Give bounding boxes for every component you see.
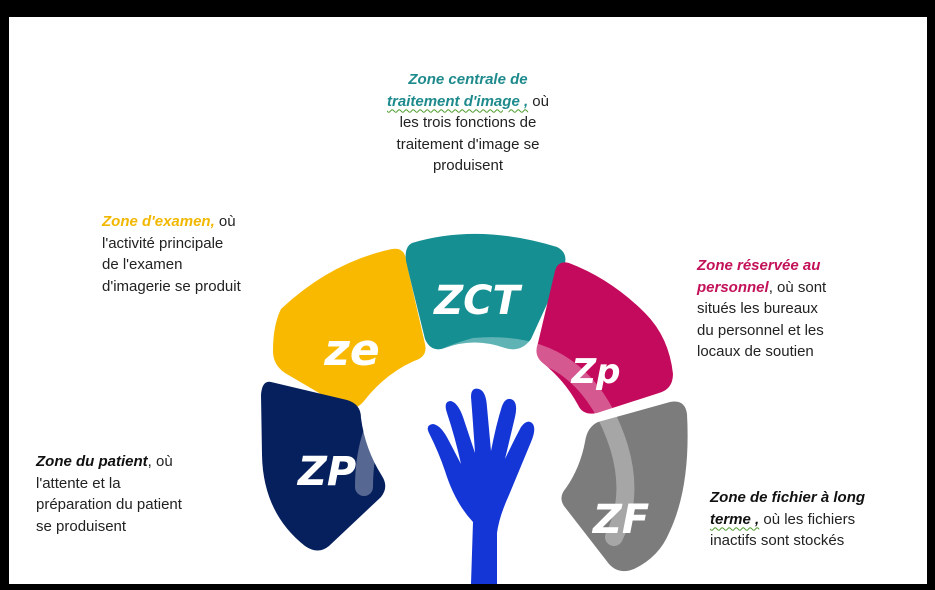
zp-staff-text-first: , où sont xyxy=(768,278,827,296)
ze-text-line3: de l'examen xyxy=(102,256,183,273)
zct-segment-label: ZCT xyxy=(432,278,522,324)
zp-patient-segment xyxy=(261,381,386,551)
zf-title-line2: terme , xyxy=(710,510,760,528)
zp-patient-title: Zone du patient xyxy=(36,453,148,470)
zf-segment-label: ZF xyxy=(591,497,649,543)
zf-segment xyxy=(561,401,688,572)
ze-text-line2: l'activité principale xyxy=(102,234,224,252)
diagram-page: ZCT ze Zp ZP ZF Zone centrale de traitem… xyxy=(9,17,927,584)
zones-diagram: ZCT ze Zp ZP ZF xyxy=(261,233,688,584)
zp-patient-text-line3: préparation du patient xyxy=(36,496,182,513)
zf-note: Zone de fichier à long terme , où les fi… xyxy=(710,487,925,552)
zct-text-line4: traitement d'image se xyxy=(396,135,540,153)
zct-title-line2: traitement d'image , xyxy=(387,92,529,110)
zct-title-line1: Zone centrale de xyxy=(408,71,528,88)
zp-patient-note: Zone du patient, où l'attente et la prép… xyxy=(36,451,256,537)
zct-text-first: où xyxy=(528,92,549,110)
zp-patient-text-line4: se produisent xyxy=(36,517,127,535)
zf-text-first: où les fichiers xyxy=(759,510,856,528)
zf-text-line3: inactifs sont stockés xyxy=(710,532,845,549)
zp-patient-segment-label: ZP xyxy=(296,449,356,495)
ze-text-line4: d'imagerie se produit xyxy=(102,277,241,295)
zct-text-line3: les trois fonctions de xyxy=(399,114,537,131)
ze-note: Zone d'examen, où l'activité principale … xyxy=(102,211,312,297)
hand-icon xyxy=(427,388,535,584)
zp-patient-text-first: , où xyxy=(147,453,173,470)
zp-staff-title-line1: Zone réservée au xyxy=(697,257,821,274)
zp-staff-text-line4: du personnel et les xyxy=(697,321,824,339)
zp-staff-text-line5: locaux de soutien xyxy=(697,343,814,360)
zp-staff-note: Zone réservée au personnel, où sont situ… xyxy=(697,255,907,363)
ze-segment-label: ze xyxy=(323,325,379,376)
zp-staff-title-line2: personnel xyxy=(697,278,769,296)
arc-highlight xyxy=(355,337,635,546)
zp-staff-segment xyxy=(536,262,673,414)
zct-segment xyxy=(405,233,566,350)
zct-text-line5: produisent xyxy=(432,157,504,174)
zf-title-line1: Zone de fichier à long xyxy=(710,489,866,506)
ze-text-first: où xyxy=(214,213,236,230)
ze-title: Zone d'examen, xyxy=(102,213,215,230)
zp-patient-text-line2: l'attente et la xyxy=(36,474,121,492)
zct-note: Zone centrale de traitement d'image , où… xyxy=(363,69,573,177)
zp-staff-segment-label: Zp xyxy=(571,352,621,392)
zp-staff-text-line3: situés les bureaux xyxy=(697,300,818,317)
ze-segment xyxy=(273,248,426,409)
